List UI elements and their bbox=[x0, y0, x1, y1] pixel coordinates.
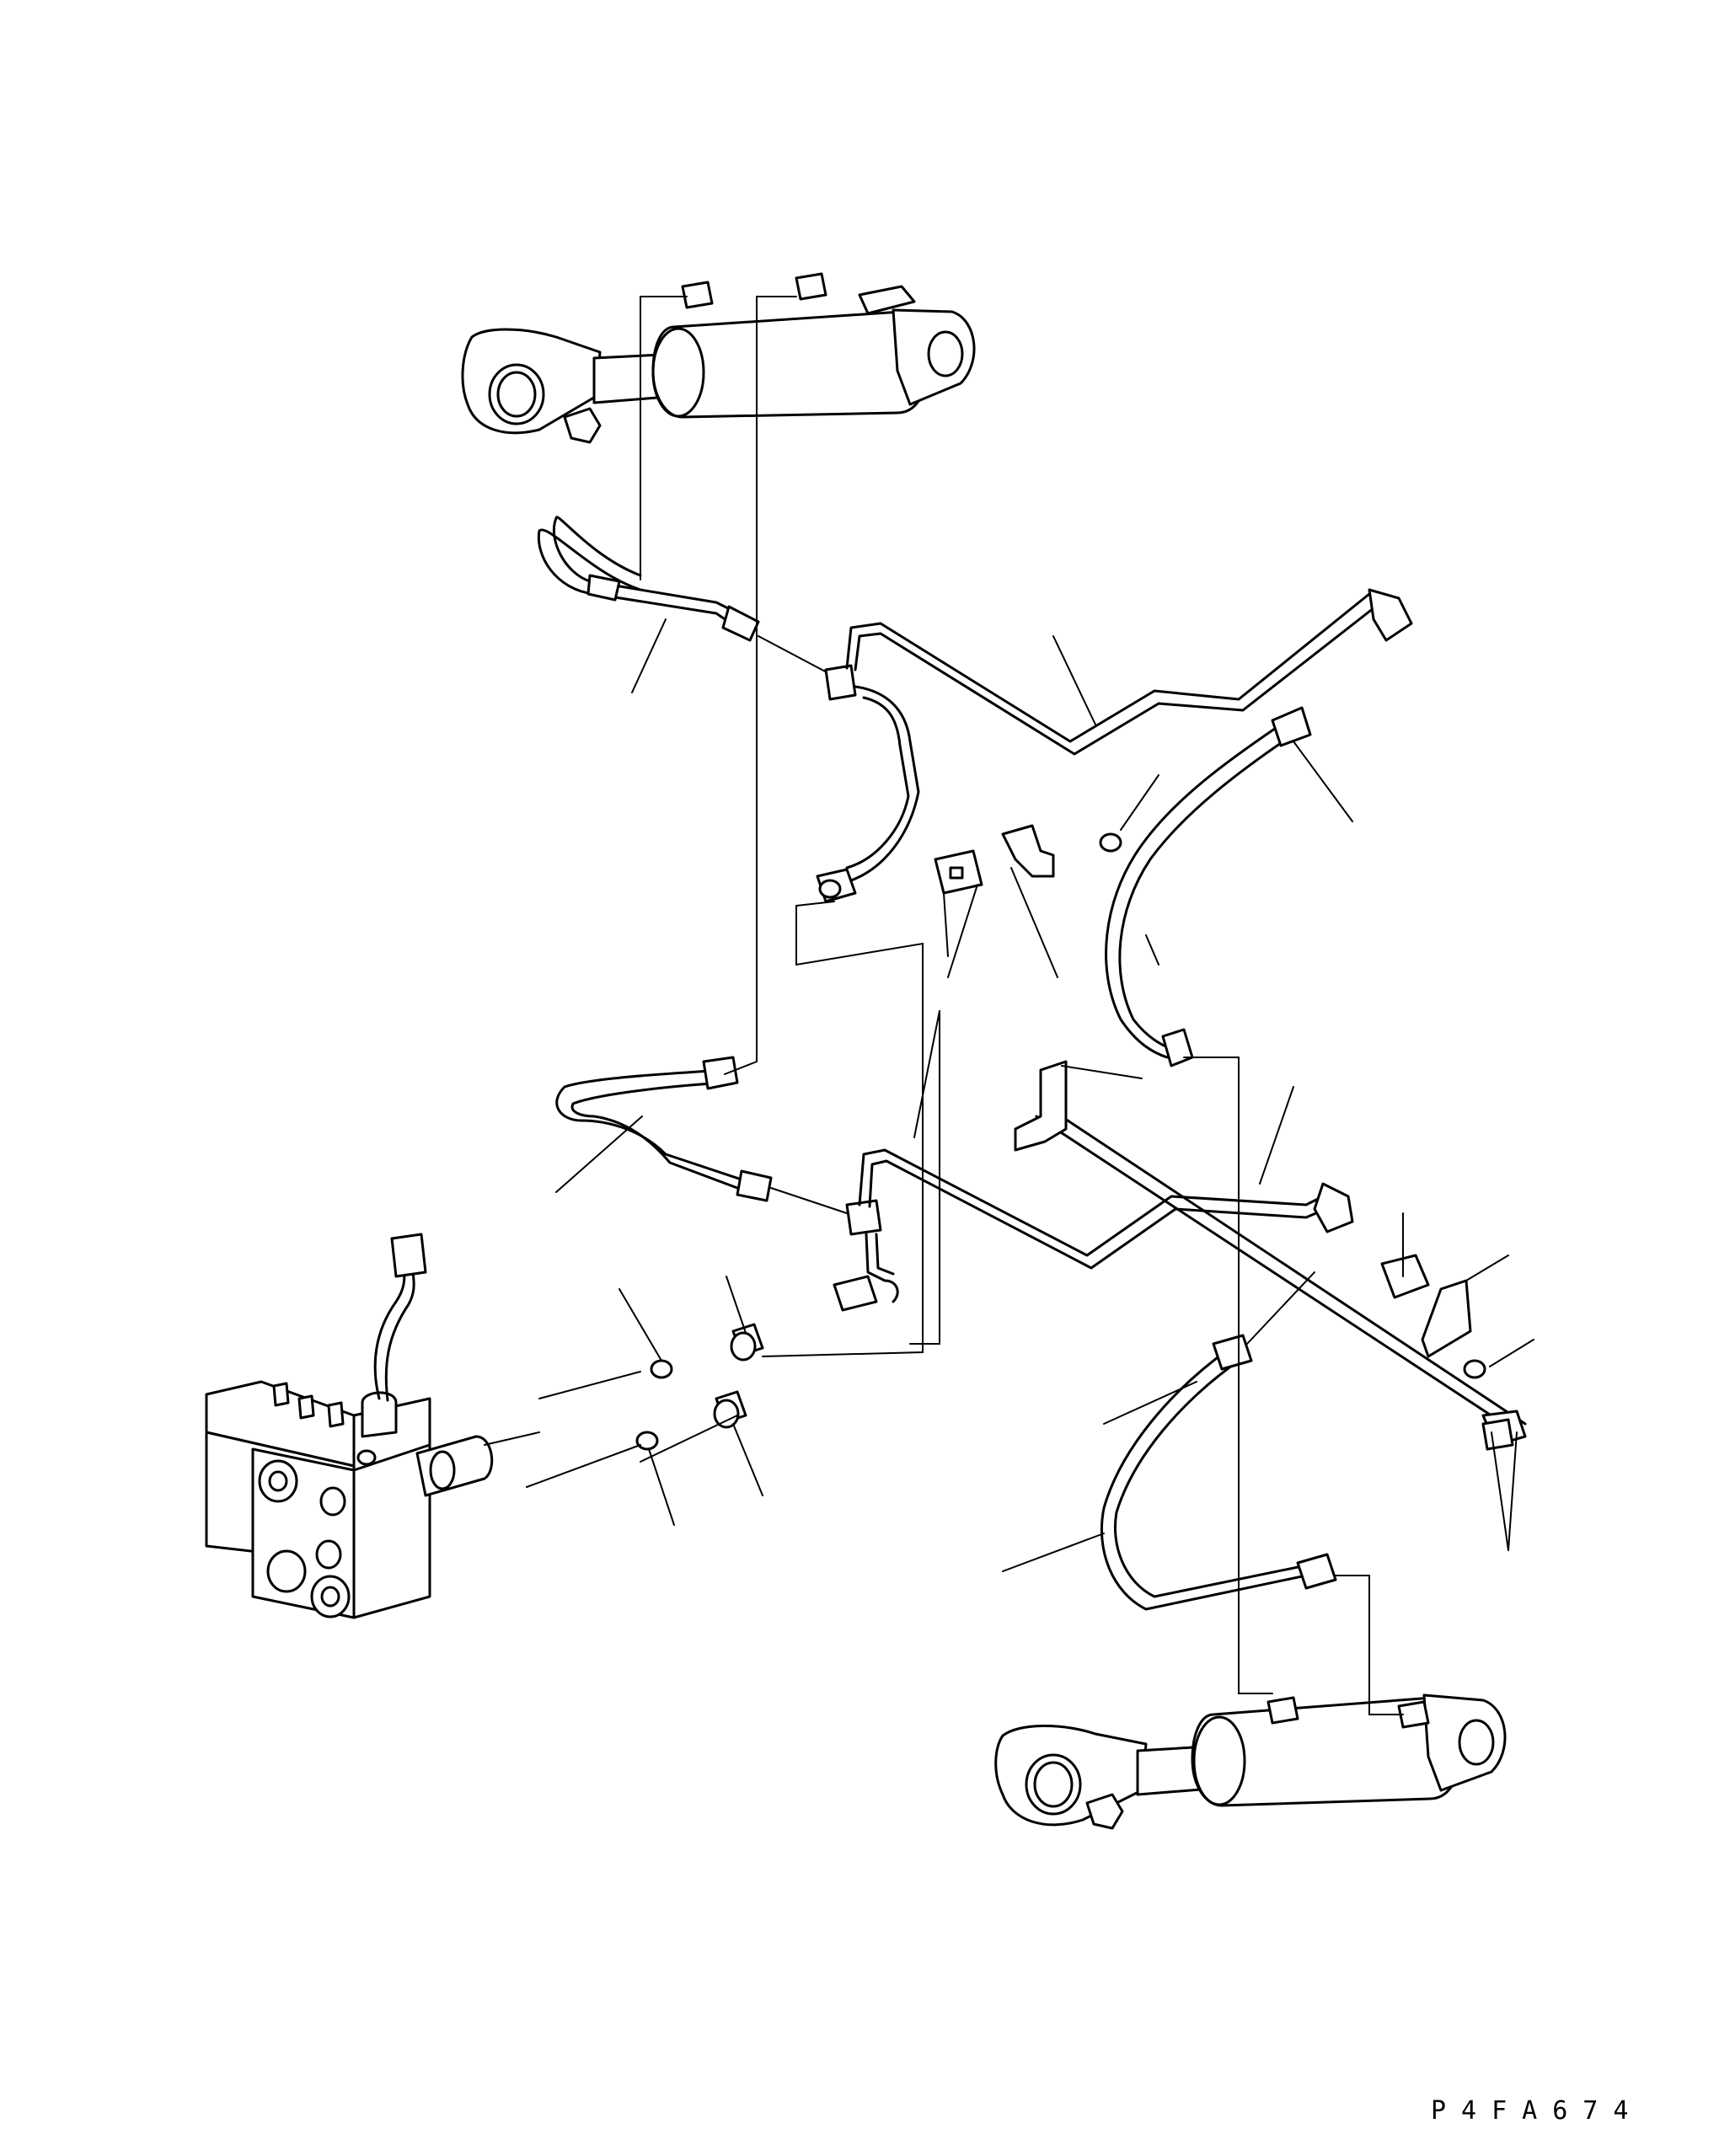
bolt bbox=[1481, 1418, 1514, 1451]
clamps-and-fittings bbox=[635, 824, 1514, 1451]
callout-leaders bbox=[555, 618, 1534, 1572]
clamp bbox=[1380, 1254, 1430, 1299]
clamp-plate bbox=[1421, 1279, 1472, 1358]
control-valve bbox=[205, 1233, 494, 1619]
hoses-and-tubes bbox=[537, 516, 1527, 1611]
o-ring bbox=[635, 1431, 659, 1451]
routing-lines bbox=[484, 296, 1404, 1715]
drawing-code: P4FA674 bbox=[1431, 2096, 1644, 2126]
clamp-plate bbox=[1001, 824, 1055, 878]
bracket bbox=[1014, 1060, 1068, 1152]
upper-hydraulic-cylinder bbox=[461, 272, 976, 444]
o-ring bbox=[650, 1359, 673, 1379]
lower-hydraulic-cylinder bbox=[994, 1693, 1507, 1830]
clamp bbox=[934, 849, 983, 895]
